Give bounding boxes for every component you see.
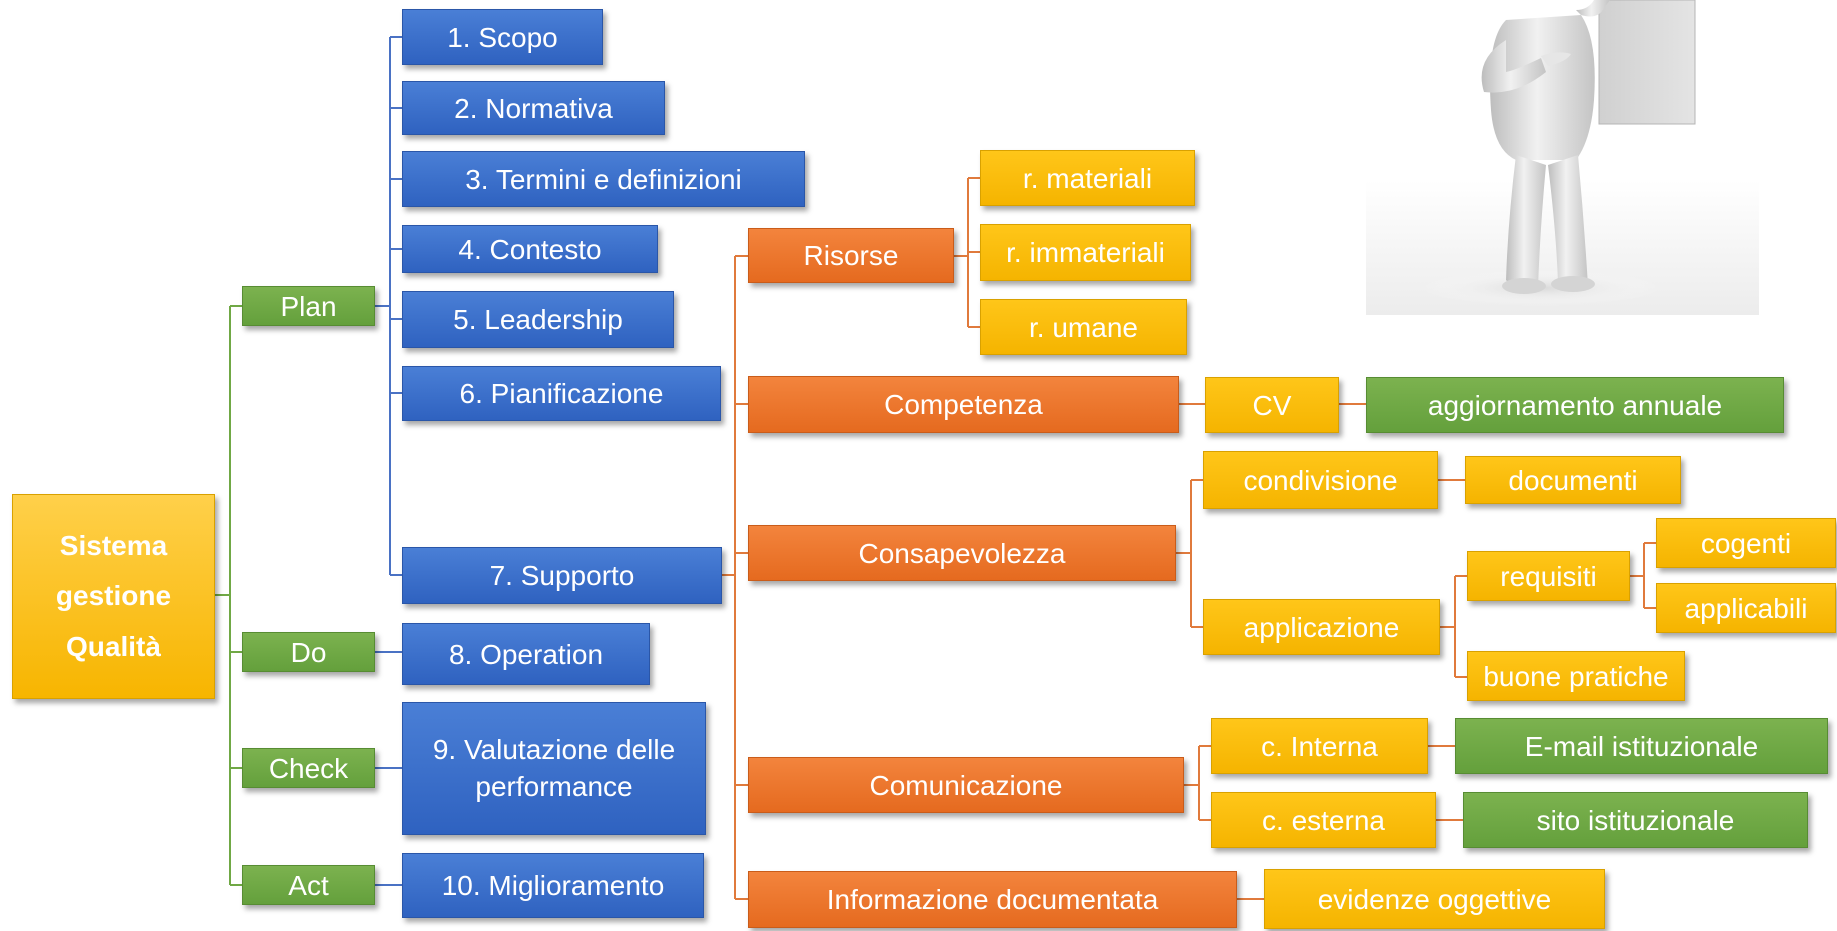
risorse-materiali: r. materiali	[980, 150, 1195, 206]
pdca-check: Check	[242, 748, 375, 788]
clause-1-label: 1. Scopo	[447, 21, 558, 53]
pdca-act-label: Act	[288, 869, 329, 901]
support-consapevolezza: Consapevolezza	[748, 525, 1176, 581]
evidenze-label: evidenze oggettive	[1317, 883, 1552, 915]
root-node: Sistema gestione Qualità	[12, 494, 215, 699]
clause-8: 8. Operation	[402, 623, 650, 685]
applicazione-label: applicazione	[1243, 611, 1400, 643]
pdca-act: Act	[242, 865, 375, 905]
applicazione-buone-pratiche: buone pratiche	[1467, 651, 1685, 701]
comunicazione-esterna: c. esterna	[1211, 792, 1436, 848]
clause-4-label: 4. Contesto	[458, 233, 602, 265]
clause-5-label: 5. Leadership	[453, 304, 623, 335]
condivisione-label: condivisione	[1243, 464, 1398, 496]
c-esterna-label: c. esterna	[1262, 804, 1385, 836]
risorse-materiali-label: r. materiali	[1022, 162, 1153, 194]
c-interna-label: c. Interna	[1261, 730, 1378, 762]
support-informazione-label: Informazione documentata	[826, 884, 1159, 915]
applicabili-label: applicabili	[1684, 592, 1808, 624]
support-comunicazione: Comunicazione	[748, 757, 1184, 813]
clause-2-label: 2. Normativa	[454, 92, 613, 124]
pdca-do: Do	[242, 632, 375, 672]
informazione-evidenze: evidenze oggettive	[1264, 869, 1605, 929]
clause-connectors	[375, 36, 402, 886]
clause-8-label: 8. Operation	[448, 638, 604, 670]
pdca-connectors	[215, 305, 242, 886]
clause-3-label: 3. Termini e definizioni	[465, 163, 742, 195]
applicazione-requisiti: requisiti	[1467, 551, 1630, 601]
buone-pratiche-label: buone pratiche	[1483, 660, 1669, 692]
cogenti-label: cogenti	[1700, 527, 1792, 559]
risorse-umane: r. umane	[980, 299, 1187, 355]
requisiti-label: requisiti	[1500, 560, 1597, 592]
risorse-immateriali-label: r. immateriali	[1006, 237, 1165, 268]
clause-9: 9. Valutazione delle performance	[402, 702, 706, 835]
email-label: E-mail istituzionale	[1524, 730, 1759, 762]
clause-4: 4. Contesto	[402, 225, 658, 273]
pdca-plan-label: Plan	[280, 290, 337, 322]
requisiti-applicabili: applicabili	[1656, 583, 1836, 633]
clause-7: 7. Supporto	[402, 547, 722, 604]
esterna-sito: sito istituzionale	[1463, 792, 1808, 848]
clause-1: 1. Scopo	[402, 9, 603, 65]
risorse-umane-label: r. umane	[1029, 311, 1138, 343]
cv-aggiornamento-label: aggiornamento annuale	[1427, 389, 1723, 421]
clause-5: 5. Leadership	[402, 291, 674, 348]
interna-email: E-mail istituzionale	[1455, 718, 1828, 774]
support-informazione: Informazione documentata	[748, 871, 1237, 928]
pdca-check-label: Check	[268, 752, 349, 784]
consapevolezza-condivisione: condivisione	[1203, 451, 1438, 509]
clause-6-label: 6. Pianificazione	[459, 378, 664, 409]
documenti-label: documenti	[1508, 464, 1638, 496]
clause-10-label: 10. Miglioramento	[441, 870, 665, 901]
figure-with-sign-illustration	[1366, 0, 1759, 315]
condivisione-documenti: documenti	[1465, 456, 1681, 504]
pdca-plan: Plan	[242, 286, 375, 326]
support-risorse: Risorse	[748, 228, 954, 283]
sito-label: sito istituzionale	[1536, 804, 1735, 836]
support-comunicazione-label: Comunicazione	[869, 769, 1063, 801]
pdca-do-label: Do	[290, 636, 327, 668]
clause-6: 6. Pianificazione	[402, 366, 721, 421]
support-competenza: Competenza	[748, 376, 1179, 433]
risorse-immateriali: r. immateriali	[980, 224, 1191, 281]
competenza-cv: CV	[1205, 377, 1339, 433]
clause-2: 2. Normativa	[402, 81, 665, 135]
competenza-cv-label: CV	[1252, 389, 1292, 421]
clause-9-label: 9. Valutazione delle performance	[432, 734, 676, 802]
root-label: Sistema gestione Qualità	[55, 529, 172, 662]
cv-aggiornamento: aggiornamento annuale	[1366, 377, 1784, 433]
requisiti-cogenti: cogenti	[1656, 518, 1836, 568]
clause-3: 3. Termini e definizioni	[402, 151, 805, 207]
clause-10: 10. Miglioramento	[402, 853, 704, 918]
consapevolezza-applicazione: applicazione	[1203, 599, 1440, 655]
support-consapevolezza-label: Consapevolezza	[858, 537, 1066, 569]
comunicazione-interna: c. Interna	[1211, 718, 1428, 774]
support-competenza-label: Competenza	[884, 389, 1043, 420]
support-connectors	[722, 177, 1656, 900]
support-risorse-label: Risorse	[803, 240, 899, 271]
clause-7-label: 7. Supporto	[489, 560, 635, 591]
